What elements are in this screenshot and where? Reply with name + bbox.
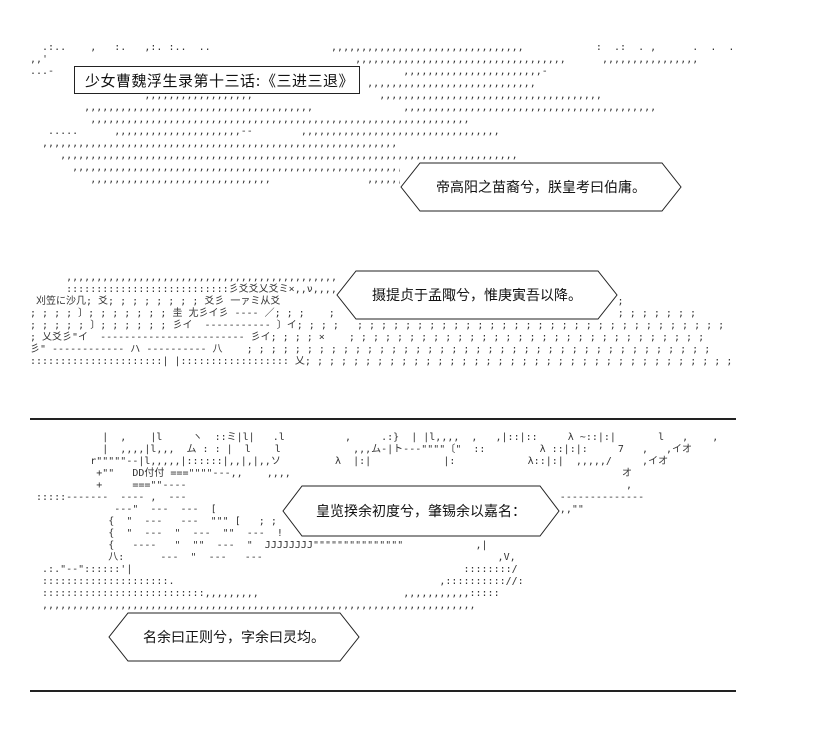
panel-divider-top: [30, 418, 736, 420]
ascii-art-line: +"" DD付付 ===""""---,, ,,,, オ: [30, 468, 632, 479]
ascii-art-sky: .:.. , :. ,:. :.. .. ,,,,,,,,,,,,,,,,,,,…: [30, 42, 810, 186]
page-title-text: 少女曹魏浮生录第十三话:《三进三退》: [85, 71, 355, 90]
ascii-art-line: ,,,,,,,,,,,,,,,,,,,,,,,,,,,,,,,,,,,,,,,,…: [30, 138, 398, 149]
bubble-2-text: 摄提贞于孟陬兮，惟庚寅吾以降。: [372, 288, 582, 304]
bubble-3-text: 皇览揆余初度兮，肇锡余以嘉名：: [316, 504, 526, 520]
ascii-art-line: ,,,,,,,,,,,,,,,,,,,,,,,,,,,,,,,,,,,,,,,,…: [30, 114, 470, 125]
ascii-art-landscape: ,,,,,,,,,,,,,,,,,,,,,,,,,,,,,,,,,,,,,,,,…: [30, 272, 733, 368]
ascii-art-line: r"""""--|l,,,,,|::::::|,,|,|,,ソ λ |:| |:…: [30, 456, 669, 467]
ascii-art-line: ,,,,,,,,,,,,,,,,,,,,,,,,,,,,,,,,,,,,,,,,…: [30, 150, 518, 161]
ascii-art-line: ; ; ; ; ; 〕; ; ; ; ; ; 彡イ ----------- 〕イ…: [30, 320, 725, 331]
ascii-art-line: ; 乂爻彡"イ ------------------------ 彡イ; ; ;…: [30, 332, 705, 343]
ascii-art-line: ,,,,,,,,,,,,,,,,,,,,,,,,,,,,,,,,,,,,,,,,…: [30, 272, 392, 283]
ascii-art-line: + ===""---- ,: [96, 480, 633, 491]
page-title: 少女曹魏浮生录第十三话:《三进三退》: [74, 66, 360, 94]
ascii-art-line: ,,' ,,,,,,,,,,,,,,,,,,,,,,,,,,,,,,,,,,, …: [30, 54, 699, 65]
ascii-art-line: ::::::::::::::::::::::| |:::::::::::::::…: [30, 356, 733, 367]
ascii-art-line: ,,,,,,,,,,,,,,,,,, ,,,,,,,,,,,,,,,,,,,,,…: [30, 90, 602, 101]
ascii-art-line: :::::::::::::::::::::. ,:::::::::://:: [30, 576, 524, 587]
ascii-art-line: :::::------- ---- , --- ----------------…: [36, 492, 645, 503]
speech-bubble-4: 名余曰正则兮，字余曰灵均。: [108, 612, 360, 662]
ascii-art-line: | , |l ヽ ::ミ|l| .l , .:} | |l,,,, , ,|::…: [30, 432, 719, 443]
ascii-art-line: 八: --- " --- --- ,V,: [30, 552, 516, 563]
ascii-art-line: | ,,,,|l,,, ム : : | l l ,,,ム-|ト---""""〔"…: [30, 444, 693, 455]
ascii-art-line: ..... ,,,,,,,,,,,,,,,,,,,,,-- ,,,,,,,,,,…: [30, 126, 500, 137]
ascii-art-line: ,,,,,,,,,,,,,,,,,,,,,,,,,,,,,,,,,,,,,, ,…: [30, 102, 657, 113]
bubble-outline-4: [108, 612, 360, 662]
bubble-outline-1: [400, 162, 682, 212]
bubble-outline-2: [336, 270, 618, 320]
bubble-outline-3: [282, 485, 560, 537]
ascii-art-line: ,,,,,,,,,,,,,,,,,,,,,,,,,,,,,,,,,,,,,,,,…: [30, 162, 530, 173]
ascii-art-line: :::::::::::::::::::::::::::,,,,,,,,, ,,,…: [30, 588, 500, 599]
ascii-art-line: .:."--"::::::'| ::::::::/: [30, 564, 518, 575]
bubble-4-text: 名余曰正则兮，字余曰灵均。: [143, 630, 325, 646]
ascii-art-line: .:.. , :. ,:. :.. .. ,,,,,,,,,,,,,,,,,,,…: [30, 42, 735, 53]
bubble-1-text: 帝高阳之苗裔兮，朕皇考曰伯庸。: [436, 180, 646, 196]
panel-divider-bottom: [30, 690, 736, 692]
ascii-art-line: 彡" ------------ ハ ---------- 八 ; ; ; ; ;…: [30, 344, 711, 355]
ascii-art-line: { ---- " "" --- " JJJJJJJJ""""""""""""""…: [30, 540, 488, 551]
speech-bubble-2: 摄提贞于孟陬兮，惟庚寅吾以降。: [336, 270, 618, 320]
ascii-art-line: ,,,,,,,,,,,,,,,,,,,,,,,,,,,,: [367, 78, 536, 89]
speech-bubble-3: 皇览揆余初度兮，肇锡余以嘉名：: [282, 485, 560, 537]
speech-bubble-1: 帝高阳之苗裔兮，朕皇考曰伯庸。: [400, 162, 682, 212]
ascii-art-line: ...- ,,,,,,,,,,,,,,,,,,,,,,,-: [30, 66, 548, 77]
ascii-art-line: ,,,,,,,,,,,,,,,,,,,,,,,,,,,,,,,,,,,,,,,,…: [30, 600, 476, 611]
